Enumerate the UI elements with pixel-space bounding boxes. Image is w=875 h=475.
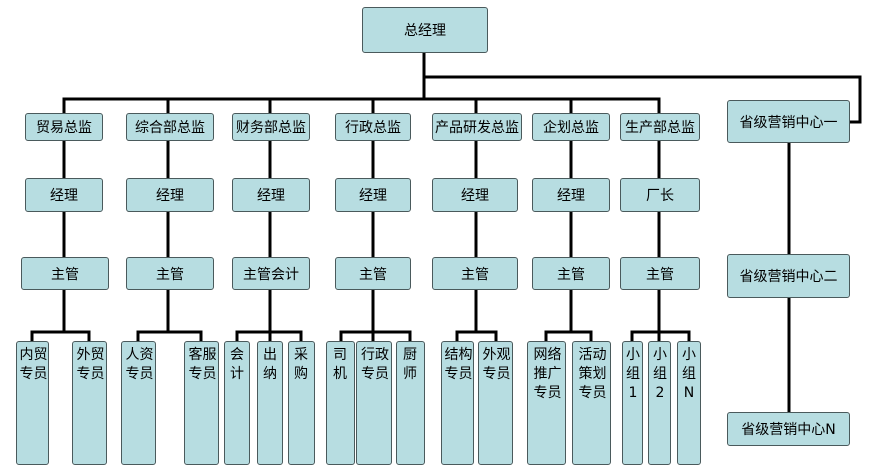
director-planning: 企划总监 [532, 113, 610, 141]
director-general-affairs: 综合部总监 [126, 113, 214, 141]
manager-box: 经理 [532, 178, 610, 212]
marketing-center-box: 省级营销中心二 [727, 254, 850, 298]
staff-label: 会计 [230, 347, 244, 382]
staff-label: 采购 [294, 347, 308, 382]
staff-box: 采购 [288, 341, 315, 465]
staff-box: 行政专员 [356, 341, 392, 465]
staff-label: 司机 [333, 347, 347, 382]
staff-label: 出纳 [263, 347, 277, 382]
staff-box: 司机 [326, 341, 355, 465]
staff-box: 客服专员 [184, 341, 219, 465]
staff-box: 会计 [224, 341, 250, 465]
staff-box: 内贸专员 [16, 341, 49, 465]
director-admin: 行政总监 [335, 113, 411, 141]
supervisor-box: 主管 [335, 257, 411, 290]
staff-box: 小组2 [648, 341, 671, 465]
staff-label: 客服专员 [188, 347, 217, 382]
staff-label: 厨师 [403, 347, 417, 382]
staff-box: 网络推广专员 [527, 341, 566, 465]
supervisor-box: 主管 [620, 257, 700, 290]
staff-label: 人资专员 [125, 347, 154, 382]
staff-label: 小组1 [626, 347, 640, 401]
staff-label: 外观专员 [482, 347, 511, 382]
staff-label: 活动策划专员 [578, 347, 607, 401]
staff-box: 厨师 [396, 341, 425, 465]
supervisor-box: 主管 [532, 257, 610, 290]
staff-box: 外贸专员 [72, 341, 107, 465]
director-finance: 财务部总监 [232, 113, 310, 141]
staff-label: 小组N [682, 347, 696, 401]
staff-box: 出纳 [257, 341, 283, 465]
staff-label: 内贸专员 [19, 347, 48, 382]
staff-box: 结构专员 [441, 341, 474, 465]
staff-box: 小组N [677, 341, 701, 465]
marketing-center-box: 省级营销中心N [727, 412, 850, 446]
supervisor-box: 主管 [432, 257, 518, 290]
general-manager-box: 总经理 [362, 7, 488, 53]
staff-label: 网络推广专员 [533, 347, 562, 401]
factory-director-box: 厂长 [620, 178, 700, 212]
supervisor-box: 主管 [21, 257, 109, 290]
staff-box: 活动策划专员 [572, 341, 611, 465]
staff-box: 人资专员 [121, 341, 156, 465]
manager-box: 经理 [232, 178, 310, 212]
director-product-rd: 产品研发总监 [432, 113, 522, 141]
manager-box: 经理 [25, 178, 103, 212]
staff-label: 结构专员 [444, 347, 473, 382]
staff-box: 小组1 [622, 341, 643, 465]
staff-label: 小组2 [653, 347, 667, 401]
staff-box: 外观专员 [478, 341, 513, 465]
director-trade: 贸易总监 [25, 113, 103, 141]
supervisor-box: 主管 [126, 257, 214, 290]
manager-box: 经理 [432, 178, 518, 212]
manager-box: 经理 [335, 178, 411, 212]
manager-box: 经理 [126, 178, 214, 212]
marketing-center-box: 省级营销中心一 [727, 100, 850, 143]
staff-label: 行政专员 [361, 347, 389, 382]
chief-accountant-box: 主管会计 [232, 257, 310, 290]
director-production: 生产部总监 [620, 113, 700, 141]
staff-label: 外贸专员 [76, 347, 105, 382]
